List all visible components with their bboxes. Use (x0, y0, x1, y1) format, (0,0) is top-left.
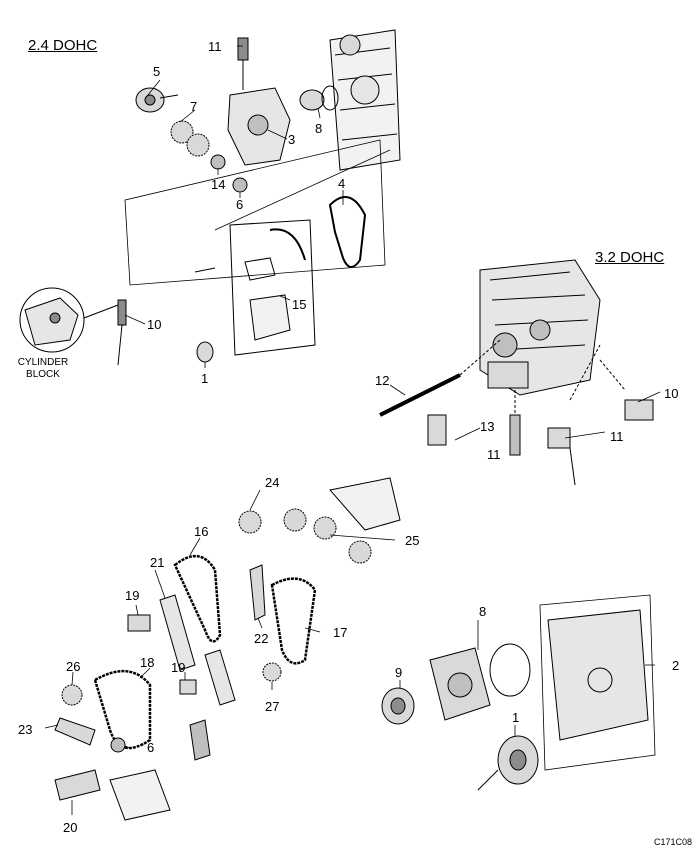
callout-9: 9 (395, 665, 403, 680)
callout-8-upper: 8 (315, 121, 323, 136)
callout-12: 12 (375, 373, 390, 388)
callout-1-upper: 1 (201, 371, 209, 386)
part-19-tensioners (127, 614, 197, 695)
callout-1-lower: 1 (512, 710, 520, 725)
part-14-idler (210, 154, 226, 170)
callout-24: 24 (265, 475, 280, 490)
part-8-water-pump-2-4 (299, 85, 339, 111)
cylinder-block-caption: CYLINDER BLOCK (8, 357, 78, 380)
callout-11-left: 11 (487, 447, 501, 462)
callout-17: 17 (333, 625, 348, 640)
callout-19-upper: 19 (125, 588, 140, 603)
callout-13: 13 (480, 419, 495, 434)
part-15-chain-guides (194, 219, 316, 356)
part-6-crank-sprocket-3-2 (110, 737, 126, 753)
callout-16: 16 (194, 524, 209, 539)
part-12-camshaft-sensor-3-2 (379, 339, 501, 417)
callout-8-lower: 8 (479, 604, 487, 619)
leader-lines (44, 45, 661, 815)
part-21-chain (173, 555, 222, 643)
part-13-sensor-mounts (427, 390, 521, 456)
callout-7: 7 (190, 99, 198, 114)
callout-5: 5 (153, 64, 161, 79)
part-9-pulley (381, 687, 415, 725)
callout-11-upper: 11 (208, 39, 222, 54)
callout-6-upper: 6 (236, 197, 244, 212)
part-24-cam-sprockets (238, 508, 307, 534)
part-2-front-cover (539, 594, 656, 771)
engine-head-2-4 (329, 29, 401, 171)
section-title-2-4-dohc: 2.4 DOHC (28, 37, 98, 54)
part-3-water-pump-housing (227, 87, 291, 166)
callout-6-lower: 6 (147, 740, 155, 755)
callout-25: 25 (405, 533, 420, 548)
cylinder-block-caption-line1: CYLINDER (17, 357, 69, 368)
figure-code: C171C08 (654, 837, 693, 847)
callout-23: 23 (18, 722, 33, 737)
cylinder-block-caption-line2: BLOCK (26, 368, 60, 380)
callout-15: 15 (292, 297, 307, 312)
part-18-primary-chain (93, 669, 152, 750)
callout-19-lower: 19 (171, 660, 186, 675)
callout-26: 26 (66, 659, 81, 674)
part-1-crank-balancer-3-2 (477, 735, 539, 791)
guides-lower (159, 594, 236, 761)
callout-4: 4 (338, 176, 346, 191)
callout-11-right: 11 (610, 429, 624, 444)
part-1-crank-balancer-2-4 (196, 341, 214, 363)
engine-3-2 (479, 259, 601, 396)
section-title-3-2-dohc: 3.2 DOHC (595, 249, 665, 266)
assembly-frame-2-4 (124, 139, 391, 286)
part-10-sensor-3-2 (599, 359, 654, 421)
part-11-sensor-2-4 (237, 37, 249, 90)
callout-27: 27 (265, 699, 280, 714)
part-7-cam-sprockets (170, 120, 210, 157)
engine-block-lower (109, 477, 401, 821)
callout-2: 2 (672, 658, 680, 673)
part-5-tensioner (135, 87, 179, 113)
callout-21: 21 (150, 555, 165, 570)
callout-22: 22 (254, 631, 269, 646)
callout-10-right: 10 (664, 386, 679, 401)
callout-18: 18 (140, 655, 155, 670)
part-27-sprocket (262, 662, 282, 682)
part-17-chain (270, 577, 317, 665)
part-23-bracket (54, 717, 96, 746)
part-26-sprocket (61, 684, 83, 706)
part-25-cam-sprockets (313, 516, 372, 564)
part-11-sensors-3-2 (547, 344, 601, 486)
callout-20: 20 (63, 820, 78, 835)
callout-10-upper: 10 (147, 317, 162, 332)
part-6-crank-sprocket-2-4 (232, 177, 248, 193)
part-4-timing-chain-2-4 (328, 196, 367, 268)
part-22-guide (249, 564, 266, 621)
callout-3: 3 (288, 132, 296, 147)
cylinder-block-inset (19, 287, 127, 366)
part-8-water-pump-3-2 (429, 643, 531, 721)
callout-14: 14 (211, 177, 226, 192)
part-20-guide (54, 769, 101, 801)
